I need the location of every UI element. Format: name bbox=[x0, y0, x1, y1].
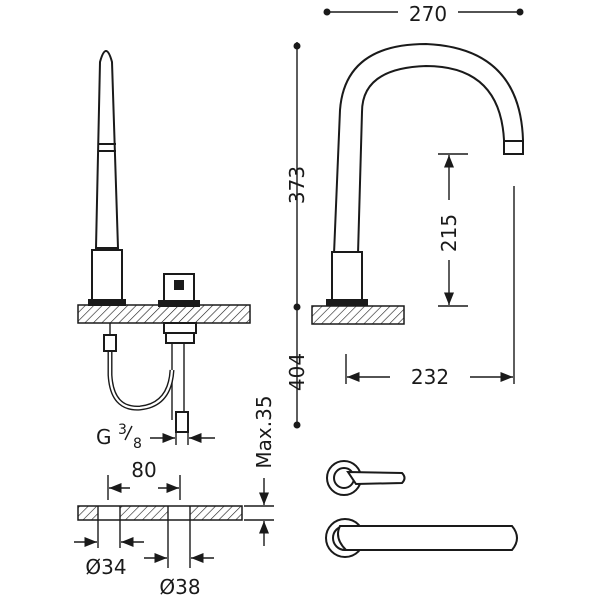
dim-d38: Ø38 bbox=[159, 575, 200, 599]
deck-hole-section: 80 Ø34 Ø38 Max.35 bbox=[74, 395, 276, 599]
dim-232: 232 bbox=[411, 365, 449, 389]
thread-label: G bbox=[96, 425, 112, 449]
dim-270: 270 bbox=[409, 2, 447, 26]
top-views bbox=[325, 460, 518, 558]
flexible-hose bbox=[107, 350, 175, 411]
front-view: G 3 8 bbox=[77, 50, 251, 452]
lever-base bbox=[91, 249, 123, 301]
spout-gooseneck bbox=[332, 42, 524, 255]
lever-handle bbox=[94, 50, 120, 249]
mounting-nut-2 bbox=[165, 332, 195, 344]
height-dimension: 373 404 bbox=[285, 42, 309, 429]
spout-base-plate bbox=[158, 300, 200, 307]
spout-top-body bbox=[337, 525, 518, 551]
countertop-left bbox=[77, 304, 251, 324]
countertop-right bbox=[311, 305, 405, 325]
side-view: 270 215 232 bbox=[311, 0, 524, 389]
dim-404: 404 bbox=[285, 353, 309, 391]
lever-top-handle bbox=[346, 470, 406, 486]
hose-connector bbox=[103, 334, 117, 352]
dim-d34: Ø34 bbox=[85, 555, 126, 579]
spout-body-base bbox=[331, 251, 363, 301]
dim-80: 80 bbox=[131, 458, 156, 482]
dim-215: 215 bbox=[437, 214, 461, 252]
lever-base-plate bbox=[88, 299, 126, 306]
dim-373: 373 bbox=[285, 166, 309, 204]
spout-body-plate bbox=[326, 299, 368, 306]
spout-base-knob bbox=[174, 280, 184, 290]
mounting-nut bbox=[163, 322, 197, 334]
thread-denominator: 8 bbox=[133, 436, 142, 452]
thread-numerator: 3 bbox=[118, 422, 127, 438]
supply-connector bbox=[175, 411, 189, 433]
dim-max35: Max.35 bbox=[252, 395, 276, 468]
